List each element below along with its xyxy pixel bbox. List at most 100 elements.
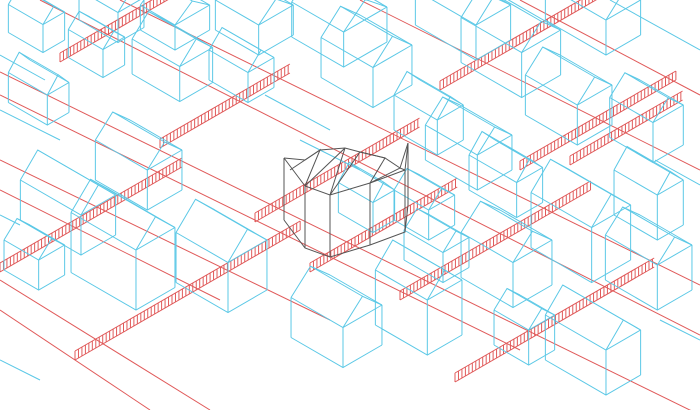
house-base: [545, 359, 641, 396]
building-outline-line: [0, 214, 21, 226]
roof-ridge: [310, 265, 363, 297]
roof-gable: [656, 236, 693, 266]
roof-gable: [609, 72, 641, 98]
roof-gable: [613, 145, 641, 171]
house-eave: [431, 0, 511, 26]
roof-gable: [476, 126, 513, 156]
featured-roof-hip: [289, 159, 306, 171]
house: [139, 0, 211, 51]
building-outline-line: [659, 319, 700, 341]
house: [214, 0, 294, 56]
roof-back-eave: [519, 294, 555, 316]
roof-back-eave: [199, 0, 210, 6]
roof-back-eave: [89, 16, 125, 38]
roof-back-eave: [42, 0, 65, 13]
fence-top-edge: [0, 157, 183, 264]
roof-ridge: [480, 200, 533, 232]
house: [374, 239, 463, 356]
house: [468, 130, 544, 219]
roof-gable: [7, 0, 12, 5]
roof-gable: [290, 265, 331, 298]
roof-back-eave: [639, 154, 684, 181]
house: [94, 111, 183, 211]
roof-back-eave: [373, 0, 388, 8]
roof-gable: [146, 141, 183, 171]
house: [70, 178, 176, 311]
roof-back-eave: [569, 169, 631, 206]
roof-gable: [424, 96, 461, 126]
roof-gable: [403, 207, 431, 231]
roof-back-eave: [329, 274, 383, 306]
house-base: [131, 73, 213, 103]
roof-gable: [320, 5, 361, 38]
roof-gable: [521, 20, 561, 53]
house: [460, 0, 562, 99]
roof-gable: [652, 97, 684, 123]
street-line: [519, 0, 700, 96]
roof-ridge: [112, 111, 165, 143]
roof-back-eave: [499, 209, 553, 241]
roof-back-eave: [409, 249, 463, 281]
house: [609, 72, 684, 164]
featured-roof-facet: [304, 147, 346, 196]
house-base: [215, 29, 294, 56]
roof-gable: [460, 200, 501, 233]
house: [175, 198, 268, 314]
roof-ridge: [481, 131, 530, 160]
roof-back-eave: [29, 59, 70, 83]
roof-gable: [117, 0, 127, 13]
roof-gable: [67, 10, 91, 30]
roof-ridge: [624, 72, 669, 99]
street-line: [359, 0, 700, 171]
house-base: [8, 32, 65, 54]
house-base: [415, 24, 511, 61]
roof-back-eave: [214, 209, 268, 241]
roof-gable: [393, 70, 421, 96]
roof-ridge: [542, 46, 595, 78]
house-eave: [545, 314, 641, 351]
roof-back-eave: [129, 119, 183, 151]
fence-top-edge: [309, 177, 458, 264]
house: [544, 284, 642, 396]
roof-gable: [139, 0, 145, 6]
house-eave: [570, 0, 641, 21]
roof-gable: [42, 5, 65, 25]
house: [460, 200, 553, 309]
building-outline-line: [0, 109, 61, 141]
street-line: [0, 71, 691, 410]
house: [291, 0, 388, 68]
house-base: [68, 57, 125, 79]
fence-wall: [309, 177, 458, 273]
house-base: [460, 62, 561, 99]
fence-wall: [399, 180, 592, 301]
fence-bottom-edge: [439, 0, 597, 91]
roof-back-eave: [29, 224, 65, 246]
roof-back-eave: [459, 104, 513, 136]
building-outline-line: [264, 94, 331, 131]
fence-bottom-edge: [254, 126, 420, 223]
house-eave: [208, 49, 275, 74]
house-base: [545, 19, 641, 56]
house: [544, 0, 642, 56]
roof-back-eave: [639, 79, 684, 106]
house: [604, 206, 693, 311]
house-eave: [290, 297, 383, 329]
fence-bottom-edge: [74, 229, 301, 361]
street-line: [0, 279, 211, 410]
roof-gable: [524, 46, 561, 76]
house-base: [291, 36, 388, 68]
roof-gable: [512, 230, 553, 263]
street-line: [119, 0, 700, 286]
building-outline-line: [0, 54, 46, 81]
building-outline-line: [609, 0, 700, 51]
house-eave: [320, 37, 413, 69]
roof-ridge: [622, 206, 675, 238]
roof-gable: [7, 51, 31, 73]
house: [7, 0, 66, 54]
roof-gable: [605, 0, 641, 21]
fence-bottom-edge: [399, 189, 591, 301]
roof-back-eave: [359, 14, 413, 46]
roof-gable: [174, 0, 210, 26]
building-outline-line: [654, 159, 700, 186]
